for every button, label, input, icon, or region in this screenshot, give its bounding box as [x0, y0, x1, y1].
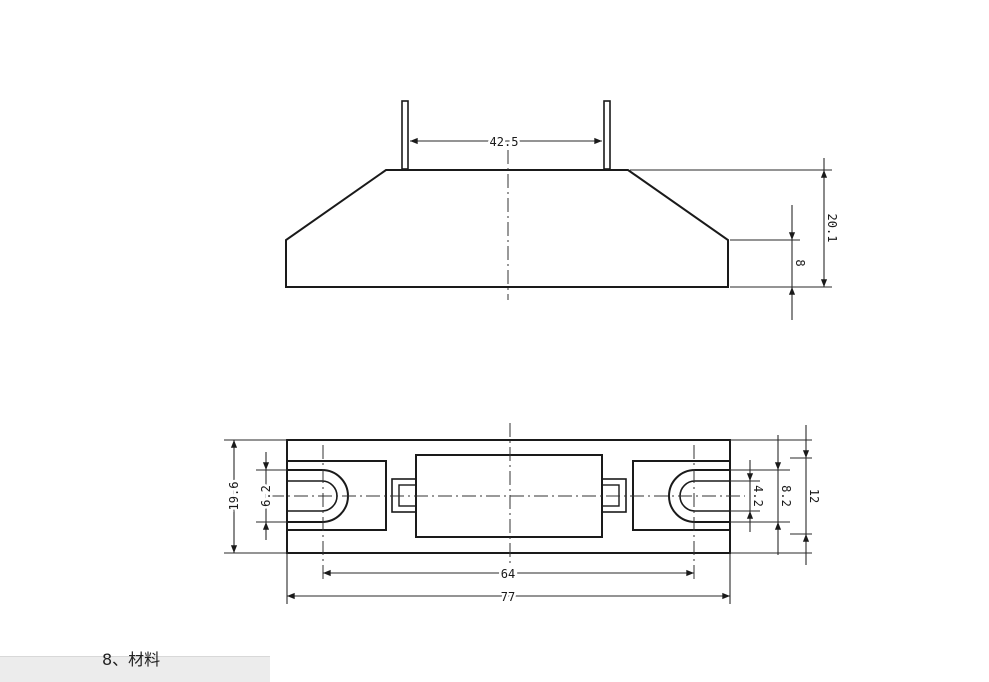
- dim-mount-hole-spacing: 64: [501, 567, 515, 581]
- dim-width-right: 12: [807, 489, 821, 503]
- dim-slot-outer-right: 8.2: [779, 485, 793, 507]
- body-outline: [285, 169, 729, 288]
- right-terminal: [603, 100, 611, 170]
- dim-width-outer: 19.6: [227, 482, 241, 511]
- dim-slot-width-left: 6.2: [259, 485, 273, 507]
- dim-base-height: 8: [793, 259, 807, 266]
- bottom-scroll-bar[interactable]: [0, 656, 270, 682]
- side-view: 42.5 20.1 8: [285, 100, 842, 320]
- dim-terminal-spacing: 42.5: [490, 135, 519, 149]
- dim-total-length: 77: [501, 590, 515, 604]
- left-terminal: [401, 100, 409, 170]
- dim-total-height: 20.1: [825, 214, 839, 243]
- plan-view: 19.6 6.2 4.2 8.2 12 64: [224, 423, 824, 607]
- right-mount-slot: [668, 469, 730, 523]
- section-heading: 8、材料: [102, 650, 161, 669]
- dim-slot-inner-right: 4.2: [751, 485, 765, 507]
